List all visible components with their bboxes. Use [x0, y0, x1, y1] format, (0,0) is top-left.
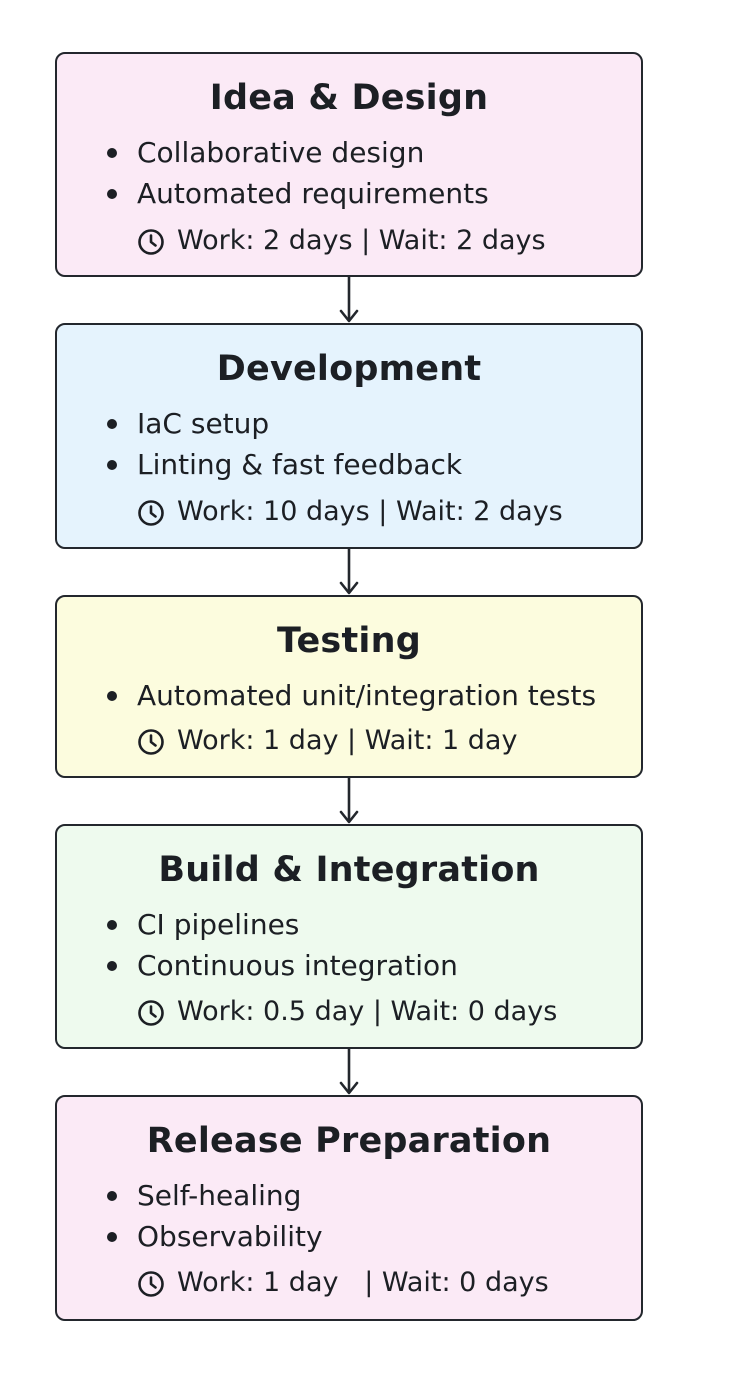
stage-release-preparation: Release Preparation Self-healing Observa…: [55, 1095, 643, 1321]
stage-build-integration: Build & Integration CI pipelines Continu…: [55, 824, 643, 1049]
stage-title: Idea & Design: [209, 78, 489, 118]
stage-development: Development IaC setup Linting & fast fee…: [55, 323, 643, 549]
clock-icon: [138, 229, 164, 255]
stage-testing: Testing Automated unit/integration tests…: [55, 595, 643, 778]
bullet-text: Observability: [137, 1220, 323, 1253]
arrow-down-icon: [339, 1049, 359, 1095]
stage-title: Release Preparation: [146, 1121, 552, 1161]
bullet-text: Linting & fast feedback: [137, 448, 463, 481]
bullet-text: CI pipelines: [137, 908, 300, 941]
clock-icon: [138, 1000, 164, 1026]
timing-text: Work: 2 days | Wait: 2 days: [177, 225, 546, 256]
bullet-dot-icon: [107, 961, 117, 971]
bullet-text: Automated unit/integration tests: [137, 679, 597, 712]
clock-icon: [138, 500, 164, 526]
arrow-down-icon: [339, 277, 359, 323]
timing-text: Work: 10 days | Wait: 2 days: [177, 496, 563, 527]
bullet-dot-icon: [107, 1232, 117, 1242]
bullet-text: Continuous integration: [137, 949, 458, 982]
clock-icon: [138, 1271, 164, 1297]
bullet-text: IaC setup: [137, 407, 270, 440]
timing-text: Work: 1 day | Wait: 0 days: [177, 1267, 549, 1298]
arrow-down-icon: [339, 549, 359, 595]
timing-text: Work: 1 day | Wait: 1 day: [177, 725, 518, 756]
bullet-text: Automated requirements: [137, 177, 489, 210]
stage-idea-design: Idea & Design Collaborative design Autom…: [55, 52, 643, 277]
stage-title: Development: [216, 349, 482, 389]
bullet-dot-icon: [107, 148, 117, 158]
stage-title: Testing: [277, 621, 421, 661]
stage-title: Build & Integration: [158, 850, 540, 890]
arrow-down-icon: [339, 778, 359, 824]
bullet-dot-icon: [107, 1191, 117, 1201]
bullet-text: Collaborative design: [137, 136, 425, 169]
bullet-text: Self-healing: [137, 1179, 302, 1212]
timing-text: Work: 0.5 day | Wait: 0 days: [177, 996, 558, 1027]
clock-icon: [138, 729, 164, 755]
bullet-dot-icon: [107, 189, 117, 199]
bullet-dot-icon: [107, 419, 117, 429]
bullet-dot-icon: [107, 920, 117, 930]
bullet-dot-icon: [107, 691, 117, 701]
bullet-dot-icon: [107, 460, 117, 470]
